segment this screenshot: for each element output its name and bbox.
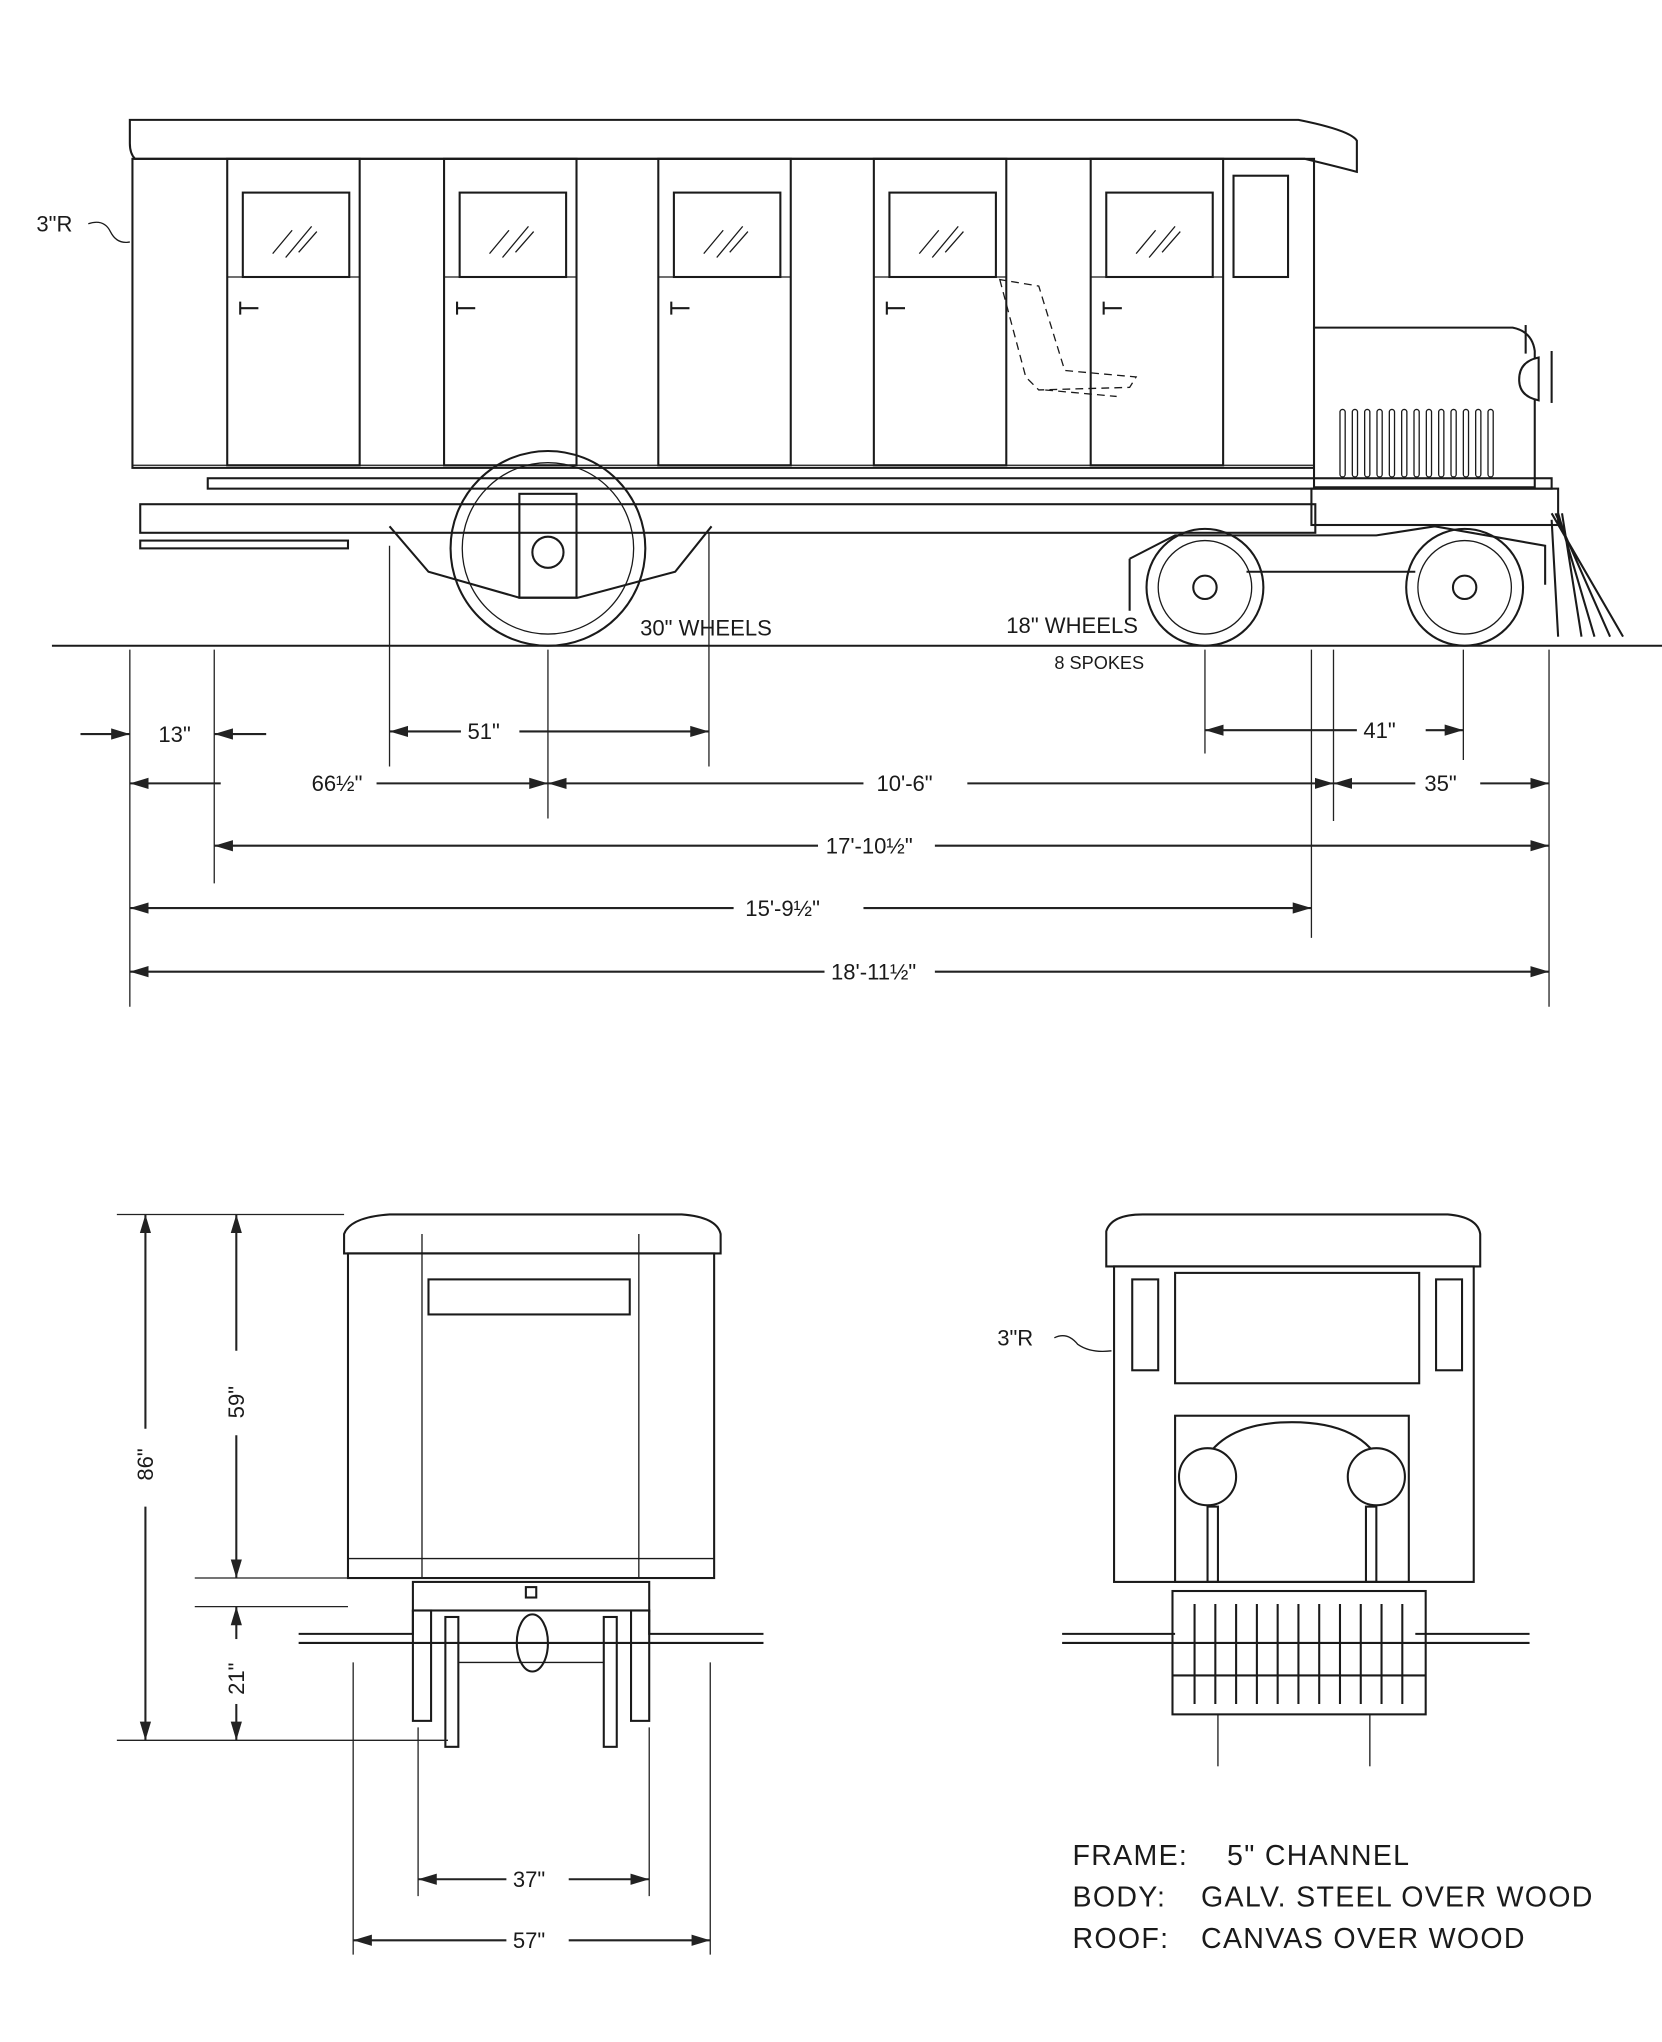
pilot-front bbox=[1171, 1589, 1427, 1716]
door bbox=[443, 157, 578, 467]
door-window bbox=[888, 191, 997, 279]
door-handle-icon bbox=[670, 301, 690, 315]
front-roof-radius-label: 3"R bbox=[997, 1326, 1033, 1351]
hood-louvers bbox=[1339, 408, 1494, 478]
body-side bbox=[131, 157, 1316, 469]
note-frame-value: 5" CHANNEL bbox=[1227, 1840, 1410, 1872]
front-elevation: 3"R bbox=[997, 1213, 1530, 1767]
front-roof bbox=[1105, 1213, 1482, 1268]
notes: FRAME: 5" CHANNEL BODY: GALV. STEEL OVER… bbox=[1073, 1840, 1594, 1955]
door-window bbox=[1105, 191, 1214, 279]
pilot-bars bbox=[1172, 1603, 1426, 1704]
side-elevation: 3"R 30" WHEELS 18" WHEELS 8 SPOKES bbox=[36, 118, 1662, 673]
front-frame bbox=[1310, 487, 1560, 527]
windshield bbox=[1174, 1271, 1421, 1385]
note-roof-value: CANVAS OVER WOOD bbox=[1201, 1923, 1526, 1955]
dim-front-overhang: 35" bbox=[1424, 771, 1456, 796]
door-handle-icon bbox=[1102, 301, 1122, 315]
pilot bbox=[1550, 512, 1624, 638]
hood bbox=[1312, 326, 1536, 489]
frame-channel bbox=[139, 503, 1317, 534]
spokes-label: 8 SPOKES bbox=[1054, 653, 1144, 673]
dim-wheelbase: 10'-6" bbox=[876, 771, 932, 796]
headlight-left bbox=[1177, 1447, 1238, 1507]
note-body-value: GALV. STEEL OVER WOOD bbox=[1201, 1882, 1594, 1914]
note-body-key: BODY: bbox=[1073, 1882, 1167, 1914]
dim-overall-width: 57" bbox=[513, 1928, 545, 1953]
door-window bbox=[672, 191, 782, 279]
dim-rear-overhang: 13" bbox=[158, 722, 190, 747]
small-window bbox=[1232, 174, 1290, 279]
door bbox=[657, 157, 792, 467]
dim-overall-length: 18'-11½" bbox=[831, 959, 916, 984]
hood-front bbox=[1174, 1414, 1410, 1583]
headlight-right bbox=[1346, 1447, 1406, 1507]
roof-radius-label: 3"R bbox=[36, 212, 72, 237]
radiator-top bbox=[1200, 1421, 1384, 1469]
wheels-18-label: 18" WHEELS bbox=[1006, 613, 1138, 638]
door bbox=[226, 157, 361, 467]
dim-body-height: 59" bbox=[224, 1386, 249, 1418]
rear-roof bbox=[343, 1213, 722, 1255]
rear-dimensions: 86" 59" 21" 37" 57" bbox=[116, 1213, 711, 1955]
door bbox=[872, 157, 1008, 467]
driver-seat bbox=[998, 278, 1138, 398]
dim-overall-height: 86" bbox=[133, 1448, 158, 1480]
frame-top bbox=[206, 477, 1553, 490]
dim-body-length: 15'-9½" bbox=[745, 896, 820, 921]
door-handle-icon bbox=[456, 301, 476, 315]
dim-spring-span: 51" bbox=[467, 719, 499, 744]
side-dimensions: 13" 51" 41" 66½" 10'-6" 35" 17'-10½" 15'… bbox=[80, 532, 1550, 1007]
dim-front-truck-span: 41" bbox=[1363, 718, 1395, 743]
dim-frame-height: 21" bbox=[224, 1663, 249, 1695]
dim-rear-axle-to-end: 66½" bbox=[312, 771, 363, 796]
door-handle-icon bbox=[885, 301, 906, 315]
roof bbox=[128, 118, 1358, 174]
rear-window bbox=[427, 1278, 631, 1316]
note-frame-key: FRAME: bbox=[1073, 1840, 1189, 1872]
door-window bbox=[241, 191, 351, 279]
dim-frame-length: 17'-10½" bbox=[826, 834, 913, 859]
wheels-30-label: 30" WHEELS bbox=[640, 615, 772, 640]
dim-gauge: 37" bbox=[513, 1867, 545, 1892]
headlight bbox=[1518, 356, 1540, 402]
door-handle-icon bbox=[239, 301, 259, 315]
doors bbox=[226, 157, 1225, 467]
front-truck-18in-wheels bbox=[1128, 525, 1547, 647]
rear-elevation bbox=[298, 1213, 764, 1748]
front-step bbox=[1062, 1632, 1530, 1644]
door-window bbox=[458, 191, 568, 279]
note-roof-key: ROOF: bbox=[1073, 1923, 1170, 1955]
door bbox=[1089, 157, 1225, 467]
rear-body bbox=[346, 1252, 716, 1580]
